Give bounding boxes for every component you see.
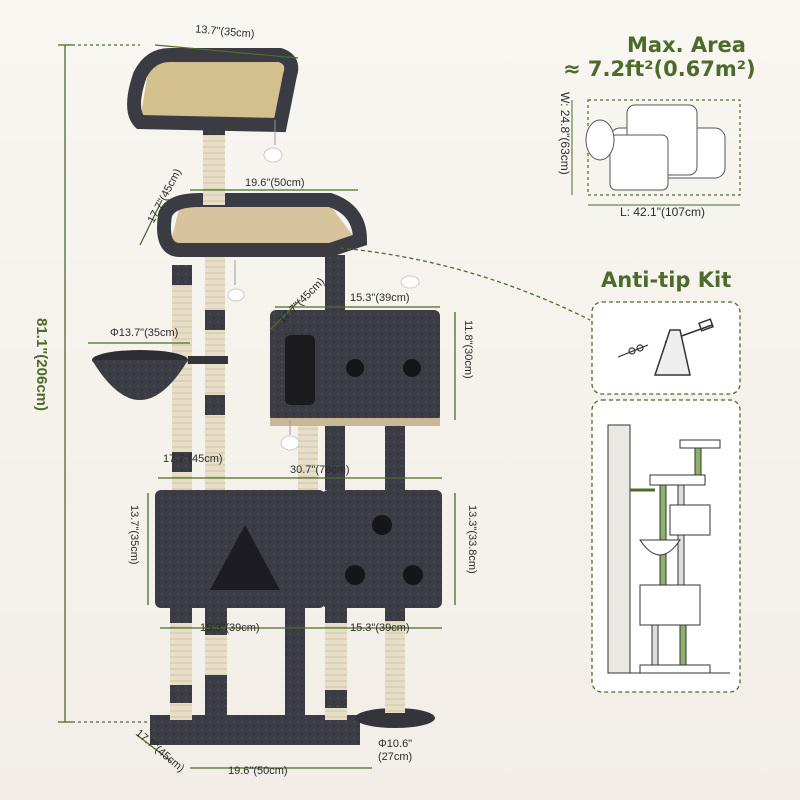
- wall: [607, 424, 631, 674]
- anti-tip-kit-panel: [591, 301, 741, 693]
- dim-upper-condo-width: 15.3"(39cm): [350, 292, 410, 304]
- dimension-lines: [58, 44, 591, 769]
- upper-condo-door: [285, 335, 315, 405]
- lower-condo-triangle-door: [210, 525, 280, 590]
- toy-mouse-2: [400, 275, 420, 289]
- anchor-icon: [617, 344, 649, 358]
- max-area-width-label: W: 24.8"(63cm): [558, 92, 572, 175]
- dim-round-base-diameter: Φ10.6"(27cm): [378, 738, 413, 763]
- mini-cat-tree-outline: [639, 439, 721, 674]
- dim-total-height: 81.1"(206cm): [33, 318, 50, 412]
- max-area-length-label: L: 42.1"(107cm): [620, 205, 705, 219]
- post-mid-4: [298, 420, 318, 490]
- max-area-value: ≈ 7.2ft²(0.67m²): [563, 57, 756, 81]
- bracket-icon: [653, 329, 691, 376]
- second-platform: [170, 205, 360, 245]
- toy-mouse-3: [280, 420, 300, 451]
- cat-tree: [92, 48, 442, 745]
- toy-mouse-1: [263, 120, 283, 163]
- round-base: [355, 708, 435, 728]
- dim-upper-condo-height: 11.8"(30cm): [462, 320, 474, 379]
- dim-second-platform-width: 19.6"(50cm): [245, 177, 305, 189]
- post-mid-2: [205, 240, 225, 490]
- top-perch: [140, 60, 288, 125]
- post-lower-3: [285, 605, 305, 720]
- lower-condo-right: [322, 490, 442, 608]
- hammock-basket: [92, 360, 188, 400]
- dim-basket-diameter: Φ13.7"(35cm): [110, 327, 179, 339]
- dim-lower-right-height: 13.3"(33.8cm): [466, 505, 478, 574]
- dim-mid-width: 30.7"(78cm): [290, 464, 350, 476]
- max-area-title: Max. Area: [627, 33, 746, 57]
- post-mid-5: [385, 420, 405, 490]
- post-lower-5: [385, 605, 405, 713]
- toy-mouse-4: [227, 260, 245, 302]
- dim-lower-left-width: 15.3"(39cm): [200, 622, 260, 634]
- dim-lower-left-height: 13.7"(35cm): [128, 505, 140, 565]
- dim-mid-depth: 17.7"(45cm): [163, 453, 223, 465]
- max-area-diagram: [571, 99, 741, 206]
- dim-base-width: 19.6"(50cm): [228, 765, 288, 777]
- dim-lower-right-width: 15.3"(39cm): [350, 622, 410, 634]
- post-mid-1: [172, 265, 192, 490]
- anti-tip-title: Anti-tip Kit: [601, 268, 732, 292]
